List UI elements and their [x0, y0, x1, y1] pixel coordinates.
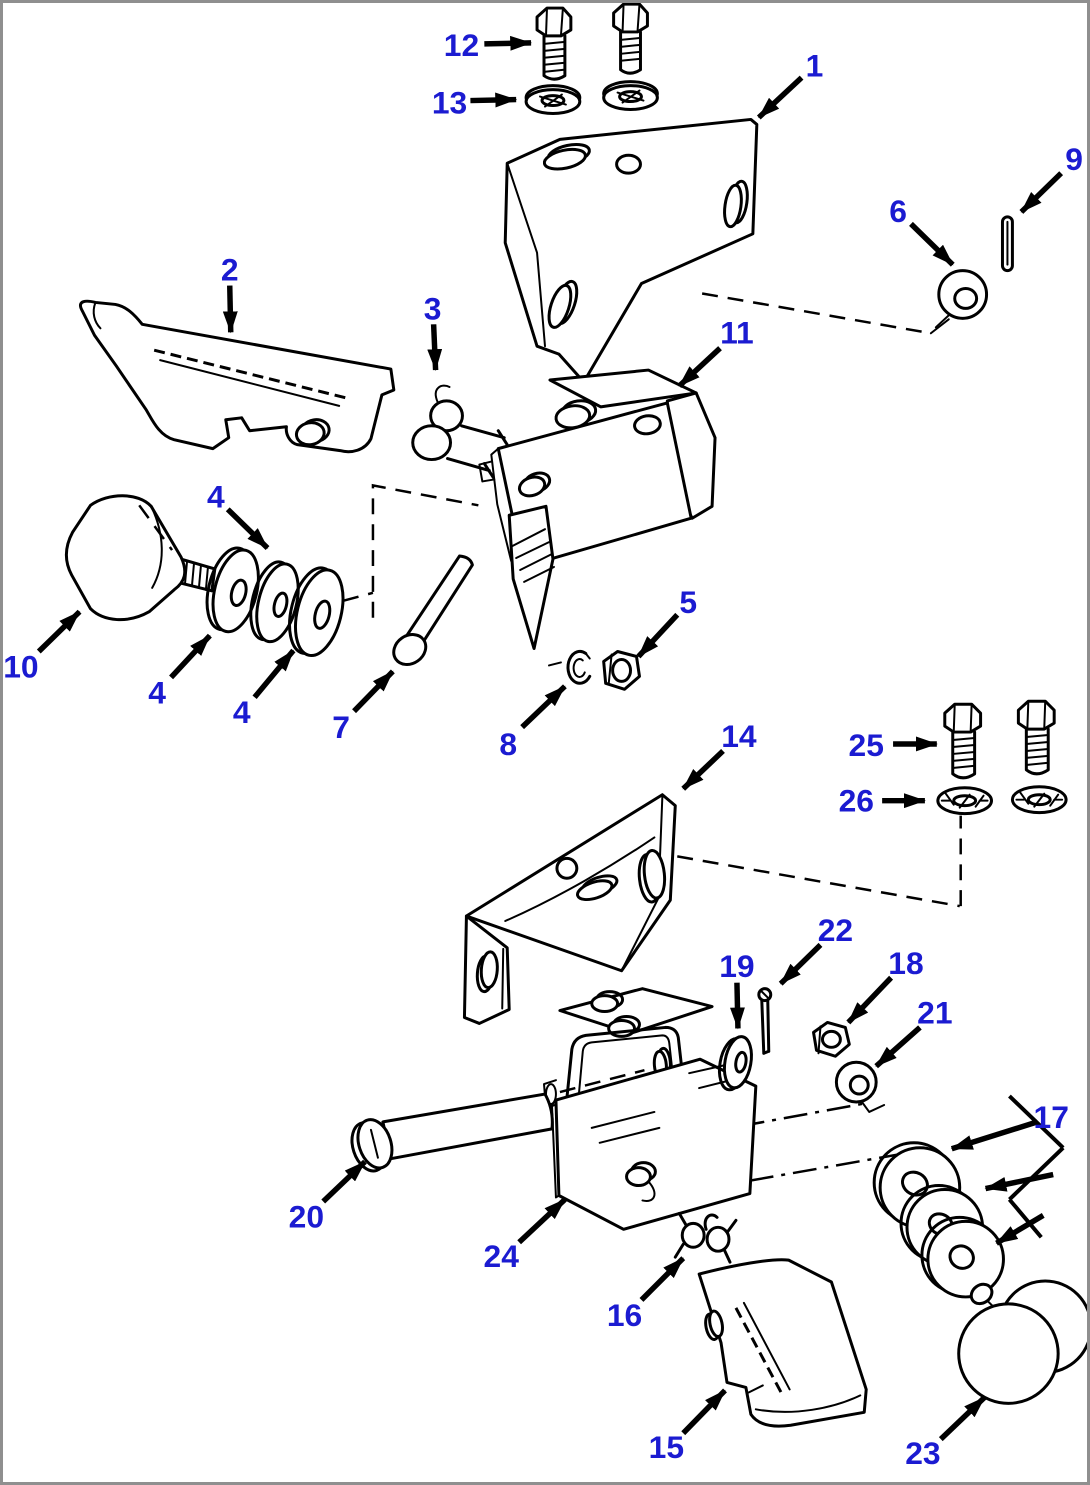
callout-12-arrow — [484, 35, 533, 51]
callout-3-arrow — [427, 324, 443, 372]
part-22-cotter-pin — [757, 987, 773, 1055]
callout-18-arrow — [846, 975, 894, 1025]
callout-label-4: 4 — [148, 674, 166, 710]
part-4-washers — [205, 546, 345, 657]
callout-16-arrow — [639, 1256, 686, 1302]
callout-label-2: 2 — [221, 252, 239, 288]
part-18-nut — [812, 1020, 851, 1058]
part-9-pin — [1000, 215, 1014, 273]
callout-label-4: 4 — [207, 478, 225, 514]
callout-label-10: 10 — [3, 648, 38, 684]
part-20-pin — [350, 1092, 554, 1173]
callout-label-15: 15 — [649, 1429, 684, 1465]
callout-label-18: 18 — [888, 945, 923, 981]
callout-20-arrow — [321, 1159, 367, 1204]
part-3-spring-clip — [411, 384, 509, 479]
callout-label-12: 12 — [444, 27, 479, 63]
part-5-nut — [602, 650, 641, 691]
callout-label-5: 5 — [679, 584, 697, 620]
callout-14-arrow — [681, 748, 725, 791]
parts-diagram-svg: 1213196231141044785142526221918211720241… — [3, 3, 1087, 1471]
callout-17-connector — [1007, 1198, 1043, 1239]
callout-13-arrow — [470, 92, 518, 108]
part-26-washers — [936, 785, 1068, 816]
callout-22-arrow — [778, 942, 823, 986]
callout-17-connector — [1008, 1146, 1065, 1201]
callout-label-17: 17 — [1034, 1099, 1069, 1135]
callout-1-arrow — [756, 75, 804, 120]
callout-label-13: 13 — [432, 85, 467, 121]
callout-label-9: 9 — [1065, 141, 1083, 177]
callout-label-6: 6 — [889, 193, 907, 229]
part-23-bumper — [957, 1279, 1087, 1405]
callout-4-arrow — [169, 633, 212, 680]
callout-15-arrow — [681, 1388, 727, 1436]
part-12-bolts — [535, 3, 649, 81]
callout-label-20: 20 — [289, 1198, 324, 1234]
part-7-pin — [392, 554, 474, 666]
part-2-cover — [79, 299, 396, 454]
callout-17-arrow — [995, 1213, 1045, 1246]
part-19-washer — [717, 1035, 753, 1092]
callout-label-23: 23 — [905, 1435, 940, 1471]
callout-label-4: 4 — [233, 694, 251, 730]
part-21-washer — [834, 1060, 886, 1113]
part-8-lock-washer — [547, 650, 592, 685]
callout-19-arrow — [730, 982, 745, 1030]
callout-label-22: 22 — [818, 912, 853, 948]
callout-label-7: 7 — [332, 709, 350, 745]
callout-8-arrow — [520, 684, 567, 730]
callout-label-24: 24 — [484, 1238, 520, 1274]
callout-5-arrow — [636, 612, 680, 659]
part-24-bracket — [543, 987, 758, 1231]
callout-4-arrow — [225, 507, 270, 551]
callout-label-25: 25 — [849, 727, 884, 763]
callout-17-arrow — [950, 1119, 1039, 1152]
part-25-bolts — [943, 699, 1056, 780]
callout-label-3: 3 — [424, 290, 442, 326]
callout-label-14: 14 — [721, 718, 757, 754]
callout-11-arrow — [677, 346, 722, 388]
callout-10-arrow — [36, 609, 82, 654]
callout-7-arrow — [352, 669, 395, 714]
part-16-spring-clip — [673, 1211, 738, 1264]
part-10-bumper — [65, 494, 217, 622]
callout-label-19: 19 — [719, 948, 754, 984]
part-11-bracket — [478, 368, 717, 651]
callout-17-arrow — [984, 1171, 1054, 1192]
callout-label-1: 1 — [806, 48, 824, 84]
callout-label-8: 8 — [499, 726, 517, 762]
part-14-bracket — [462, 793, 677, 1025]
callout-label-21: 21 — [917, 995, 952, 1031]
callout-23-arrow — [938, 1395, 987, 1442]
callout-24-arrow — [517, 1197, 567, 1245]
callout-2-arrow — [222, 285, 238, 334]
callout-label-26: 26 — [839, 783, 874, 819]
part-17-washers — [872, 1141, 1005, 1299]
part-1-bracket — [503, 117, 759, 384]
part-13-washers — [524, 80, 659, 115]
callout-label-16: 16 — [607, 1297, 642, 1333]
callout-label-11: 11 — [720, 314, 754, 350]
part-15-cover — [697, 1258, 868, 1428]
part-6-washer — [934, 269, 989, 329]
callout-6-arrow — [909, 221, 955, 267]
callout-4-arrow — [252, 648, 296, 699]
callout-21-arrow — [874, 1025, 922, 1069]
callout-9-arrow — [1019, 171, 1064, 214]
